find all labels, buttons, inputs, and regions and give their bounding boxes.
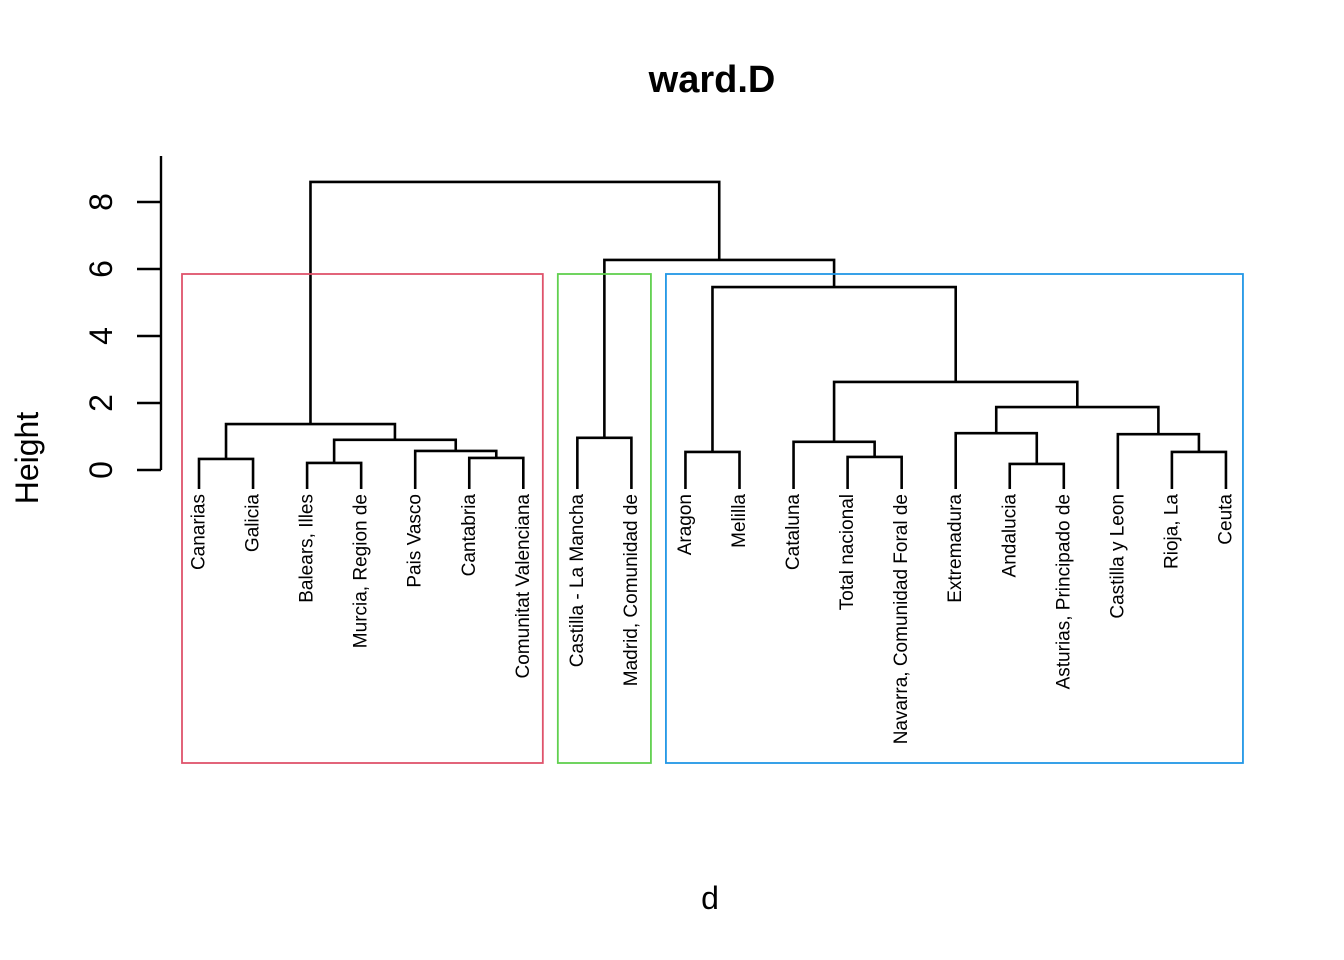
leaf-label: Ceuta xyxy=(1215,494,1236,545)
tree-branch-N18 xyxy=(309,180,721,425)
leaf-label: Melilla xyxy=(729,494,750,548)
tree-branch-N12 xyxy=(1170,450,1228,489)
dendrogram-tree xyxy=(197,180,1228,489)
tree-branch-N5 xyxy=(224,422,397,459)
tree-branch-N6 xyxy=(576,436,633,489)
tree-branch-N3 xyxy=(413,449,498,489)
y-axis-tick-label: 4 xyxy=(83,327,119,345)
y-axis-title: Height xyxy=(9,412,45,505)
leaf-label: Canarias xyxy=(189,494,210,570)
leaf-labels: Canarias Galicia Balears, Illes Murcia, Reg… xyxy=(189,494,1237,745)
tree-branch-N7 xyxy=(684,450,741,489)
tree-branch-N2 xyxy=(467,456,525,489)
leaf-label: Aragon xyxy=(675,494,696,555)
cluster-boxes xyxy=(181,273,1244,764)
tree-branch-N13 xyxy=(1116,432,1201,489)
tree-branch-N9 xyxy=(792,440,876,489)
cluster-box-cluster-1 xyxy=(181,273,544,764)
cluster-box-cluster-2 xyxy=(556,273,652,764)
leaf-label: Pais Vasco xyxy=(405,494,426,588)
y-axis-tick-label: 0 xyxy=(83,461,119,479)
tree-branch-N10 xyxy=(1008,462,1066,489)
leaf-label: Rioja, La xyxy=(1161,494,1182,569)
leaf-label: Cataluna xyxy=(783,494,804,570)
tree-branch-N14 xyxy=(994,405,1160,435)
tree-branch-N11 xyxy=(954,431,1039,489)
y-axis: 0 2 4 6 8 xyxy=(83,156,163,479)
leaf-label: Comunitat Valenciana xyxy=(513,494,534,679)
tree-branch-N0 xyxy=(197,457,255,489)
x-axis-title: d xyxy=(701,880,719,916)
leaf-label: Total nacional xyxy=(837,494,858,610)
tree-branch-N1 xyxy=(305,461,363,489)
y-axis-tick-label: 8 xyxy=(83,193,119,211)
y-axis-tick-label: 6 xyxy=(83,260,119,278)
tree-branch-N8 xyxy=(846,455,903,489)
y-axis-tick-label: 2 xyxy=(83,394,119,412)
leaf-label: Andalucia xyxy=(999,494,1020,578)
leaf-label: Extremadura xyxy=(945,494,966,603)
leaf-label: Madrid, Comunidad de xyxy=(621,494,642,686)
cluster-box-cluster-3 xyxy=(665,273,1244,764)
plot-title: ward.D xyxy=(648,59,776,101)
leaf-label: Murcia, Region de xyxy=(351,494,372,648)
leaf-label: Galicia xyxy=(243,494,264,553)
leaf-label: Balears, Illes xyxy=(297,494,318,603)
leaf-label: Castilla y Leon xyxy=(1107,494,1128,619)
leaf-label: Cantabria xyxy=(459,494,480,577)
leaf-label: Navarra, Comunidad Foral de xyxy=(891,494,912,744)
leaf-label: Asturias, Principado de xyxy=(1053,494,1074,689)
leaf-label: Castilla - La Mancha xyxy=(567,494,588,668)
